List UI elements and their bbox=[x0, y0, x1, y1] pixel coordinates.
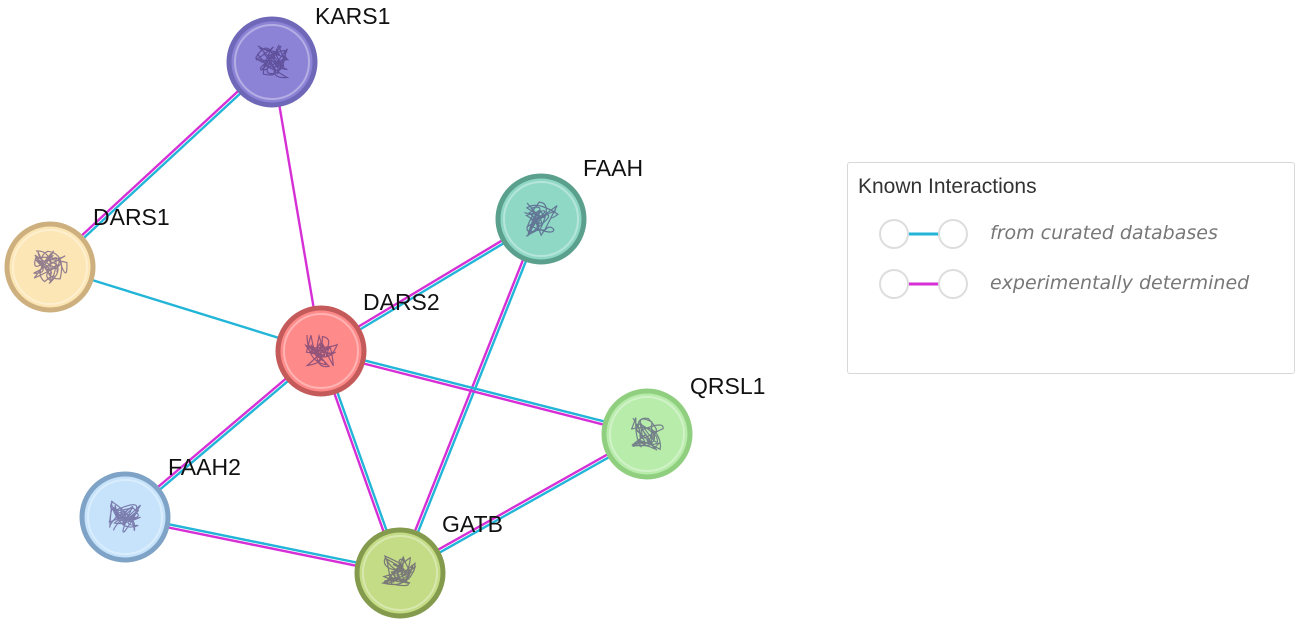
edge-faah-gatb bbox=[397, 217, 544, 575]
legend-item-curated: from curated databases bbox=[874, 217, 1284, 251]
node-highlight-ring bbox=[283, 313, 359, 389]
node-highlight-ring bbox=[503, 181, 579, 257]
experimental-edge-line bbox=[397, 217, 541, 573]
node-gatb[interactable] bbox=[354, 527, 446, 619]
edge-kars1-dars2 bbox=[270, 61, 323, 352]
node-label-kars1: KARS1 bbox=[315, 3, 390, 29]
curated-edge-line bbox=[321, 348, 648, 434]
legend-label-curated: from curated databases bbox=[990, 222, 1218, 244]
curated-edge-line bbox=[50, 62, 274, 270]
node-qrsl1[interactable] bbox=[601, 388, 693, 480]
node-highlight-ring bbox=[609, 396, 685, 472]
edge-dars1-dars2 bbox=[49, 265, 322, 353]
protein-structure-icon bbox=[304, 333, 339, 368]
protein-structure-icon bbox=[380, 554, 417, 587]
curated-edge-line bbox=[49, 265, 322, 353]
node-label-qrsl1: QRSL1 bbox=[690, 373, 765, 399]
node-kars1[interactable] bbox=[226, 16, 318, 108]
edge-dars2-qrsl1 bbox=[320, 348, 648, 437]
node-label-dars2: DARS2 bbox=[363, 289, 440, 315]
node-dars1[interactable] bbox=[4, 221, 96, 313]
experimental-edge-line bbox=[48, 59, 272, 267]
edge-kars1-dars1 bbox=[48, 59, 274, 270]
node-circle[interactable] bbox=[226, 16, 318, 108]
node-faah2[interactable] bbox=[79, 471, 171, 563]
experimental-line-swatch-icon bbox=[879, 269, 968, 299]
experimental-edge-line bbox=[320, 351, 647, 437]
curated-edge-line bbox=[400, 434, 649, 576]
curated-edge-line bbox=[125, 514, 401, 573]
node-highlight-ring bbox=[12, 229, 88, 305]
protein-structure-icon bbox=[33, 250, 68, 284]
protein-structure-icon bbox=[255, 44, 290, 79]
node-highlight-ring bbox=[87, 479, 163, 555]
node-highlight-ring bbox=[362, 535, 438, 611]
node-label-faah: FAAH bbox=[583, 155, 643, 181]
node-faah[interactable] bbox=[495, 173, 587, 265]
legend-title: Known Interactions bbox=[858, 175, 1037, 198]
experimental-edge-line bbox=[270, 61, 323, 352]
legend-panel: Known Interactions from curated database… bbox=[847, 162, 1295, 374]
legend-label-experimental: experimentally determined bbox=[990, 272, 1250, 294]
node-circle[interactable] bbox=[4, 221, 96, 313]
legend-item-experimental: experimentally determined bbox=[874, 267, 1284, 301]
node-dars2[interactable] bbox=[275, 305, 367, 397]
curated-edge-line bbox=[400, 219, 544, 575]
protein-structure-icon bbox=[524, 201, 559, 237]
experimental-edge-line bbox=[124, 517, 400, 576]
node-label-faah2: FAAH2 bbox=[168, 454, 241, 480]
curated-line-swatch-icon bbox=[879, 219, 968, 249]
node-circle[interactable] bbox=[354, 527, 446, 619]
node-label-dars1: DARS1 bbox=[93, 204, 170, 230]
node-label-gatb: GATB bbox=[442, 511, 503, 537]
protein-structure-icon bbox=[108, 500, 142, 533]
node-circle[interactable] bbox=[601, 388, 693, 480]
experimental-edge-line bbox=[398, 431, 647, 573]
protein-structure-icon bbox=[630, 417, 664, 451]
edge-qrsl1-gatb bbox=[398, 431, 649, 576]
node-highlight-ring bbox=[234, 24, 310, 100]
edge-faah2-gatb bbox=[124, 514, 401, 576]
